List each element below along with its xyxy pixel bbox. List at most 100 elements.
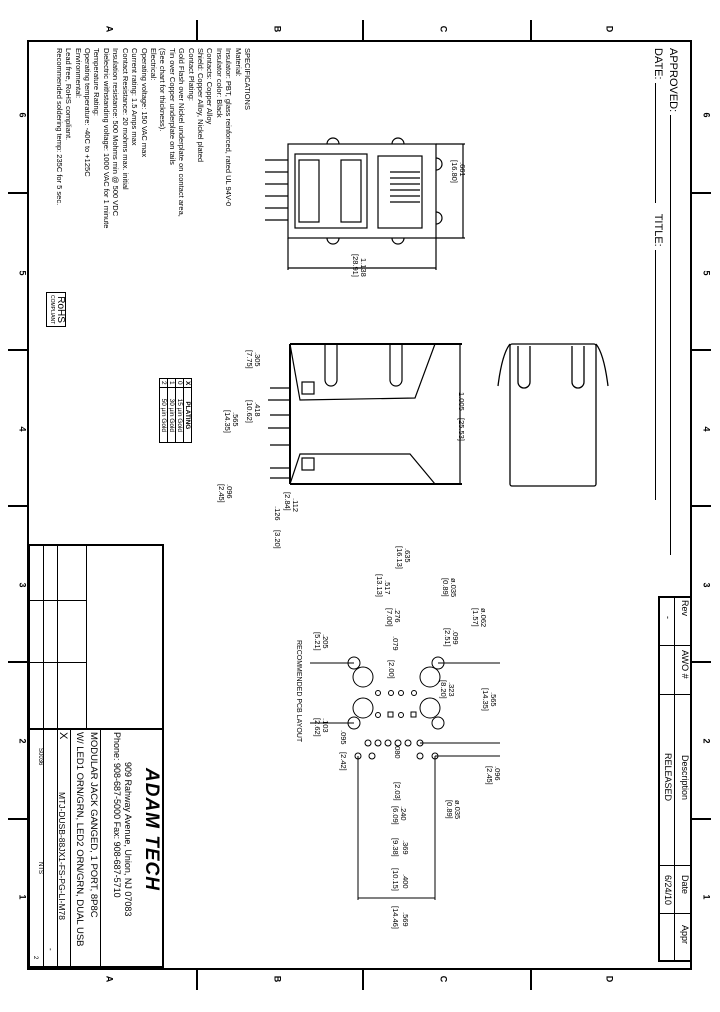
pcb-dim: ø.062: [479, 608, 488, 628]
spec-line: Contact Resistance: 20 mohms max. initia…: [120, 48, 130, 190]
title-label: TITLE:: [652, 213, 664, 247]
dim-side-4-mm: [2.45]: [217, 484, 226, 503]
zone-number-4: 4: [17, 426, 28, 432]
pcb-dim: .103: [321, 718, 330, 733]
pcb-layout-label: RECOMMENDED PCB LAYOUT: [295, 640, 302, 743]
spec-line: Lead free, RoHS compliant.: [64, 48, 74, 141]
appr-header: Appr: [680, 925, 690, 945]
pcb-dim: .080: [393, 744, 402, 759]
pcb-dim: [0.89]: [441, 578, 450, 597]
dim-width-in: .661: [458, 162, 467, 177]
zone-number-4: 4: [701, 426, 712, 432]
description-value: RELEASED: [663, 753, 673, 802]
pcb-dim: [14.46]: [391, 906, 400, 929]
title-rev: -: [46, 948, 55, 951]
sheet-number: 2: [32, 956, 38, 960]
drawing-frame: [27, 40, 692, 970]
pcb-dim: [0.89]: [445, 800, 454, 819]
zone-divider: [362, 20, 364, 40]
pcb-dim: [2.62]: [313, 718, 322, 737]
date-value: 6/24/10: [663, 875, 673, 906]
zone-number-2: 2: [701, 738, 712, 744]
awo-header: AWO #: [680, 650, 690, 679]
rohs-badge: RoHS COMPLIANT: [46, 292, 66, 328]
dim-side-5-mm: [2.84]: [283, 492, 292, 511]
rev-value: -: [663, 616, 673, 619]
spec-line: Electrical:: [148, 48, 158, 81]
zone-divider: [8, 349, 27, 351]
rohs-text: RoHS: [55, 296, 66, 323]
pcb-dim: .096: [493, 766, 502, 781]
pcb-dim: [2.00]: [387, 660, 396, 679]
zone-number-3: 3: [17, 582, 28, 588]
drawing-scale: NTS: [37, 862, 43, 874]
specifications-block: SPECIFICATIONS Material: Insulator: PBT,…: [54, 48, 252, 228]
zone-letter-a: A: [104, 25, 115, 33]
dim-side-3-mm: [14.35]: [223, 410, 232, 433]
spec-line: (See chart for thickness).: [158, 48, 168, 132]
zone-divider: [692, 661, 711, 663]
pcb-dim: [9.38]: [391, 838, 400, 857]
zone-number-2: 2: [17, 738, 28, 744]
zone-number-1: 1: [701, 894, 712, 900]
spec-line: Environmental:: [73, 48, 83, 99]
pcb-dim: [7.00]: [385, 608, 394, 627]
pcb-dim: [13.13]: [375, 574, 384, 597]
zone-divider: [8, 818, 27, 820]
dim-side-2-mm: [10.62]: [245, 400, 254, 423]
dim-height-in: 1.005: [457, 392, 466, 411]
zone-letter-c: C: [438, 25, 449, 33]
pcb-dim: [1.57]: [471, 608, 480, 627]
pcb-dim: [2.03]: [393, 782, 402, 801]
pcb-dim: [5.21]: [313, 632, 322, 651]
spec-line: Insulator: PBT, glass reinforced, rated …: [224, 48, 234, 207]
spec-line: Operating temperature: -40C to +125C: [83, 48, 93, 177]
zone-divider: [692, 505, 711, 507]
pcb-dim: .323: [447, 682, 456, 697]
pcb-dim: .079: [391, 636, 400, 651]
top-view-drawing: [265, 137, 465, 270]
pcb-dim: .095: [339, 730, 348, 745]
spec-line: Insulator color: Black: [214, 48, 224, 118]
zone-letter-c: C: [438, 975, 449, 983]
side-view-drawing: [268, 343, 462, 485]
front-view-drawing: [497, 343, 609, 487]
zone-letter-b: B: [272, 975, 283, 983]
spec-line: Tin over Copper underplate on tails: [167, 48, 177, 165]
dim-side-6-mm: [3.20]: [273, 530, 282, 549]
pcb-dim: .635: [403, 548, 412, 563]
rohs-compliant-text: COMPLIANT: [49, 295, 55, 325]
spec-line: Shield: Copper Alloy, Nickel plated: [195, 48, 205, 163]
dim-side-1-mm: [7.75]: [245, 350, 254, 369]
zone-letter-d: D: [604, 975, 615, 983]
pcb-dim: [14.35]: [481, 688, 490, 711]
spec-line: Temperature Rating:: [92, 48, 102, 116]
dim-width-mm: [16.80]: [450, 160, 459, 183]
pcb-dim: [2.51]: [443, 628, 452, 647]
dim-side-3-in: .565: [231, 412, 240, 427]
drawing-title-line1: MODULAR JACK GANGED, 1 PORT, 8P8C: [88, 732, 99, 918]
pcb-layout-drawing: [310, 656, 500, 900]
spec-line: Operating voltage: 150 VAC max: [139, 48, 149, 158]
part-number: MTJ-DUSB-88JX1-FS-PG-LI-M78: [57, 792, 67, 920]
pcb-dim: .205: [321, 634, 330, 649]
zone-divider: [530, 20, 532, 40]
zone-divider: [530, 970, 532, 990]
zone-number-1: 1: [17, 894, 28, 900]
zone-letter-d: D: [604, 25, 615, 33]
zone-divider: [362, 970, 364, 990]
pcb-dim: [10.15]: [391, 868, 400, 891]
pcb-dim: [6.09]: [391, 806, 400, 825]
dim-length-in: 1.138: [359, 258, 368, 277]
pcb-dim: .099: [451, 630, 460, 645]
description-header: Description: [680, 755, 690, 801]
spec-line: Recommended soldering temp: 235C for 5 s…: [54, 48, 64, 206]
approved-label: APPROVED:: [667, 48, 679, 113]
dim-side-5-in: .112: [291, 498, 300, 513]
pcb-dim: [16.13]: [395, 546, 404, 569]
zone-divider: [196, 20, 198, 40]
rev-header: Rev: [680, 600, 690, 617]
dim-side-6-in: .126: [273, 506, 282, 521]
spec-line: Current rating: 1.5 Amps max: [130, 48, 140, 146]
pcb-dim: .517: [383, 580, 392, 595]
